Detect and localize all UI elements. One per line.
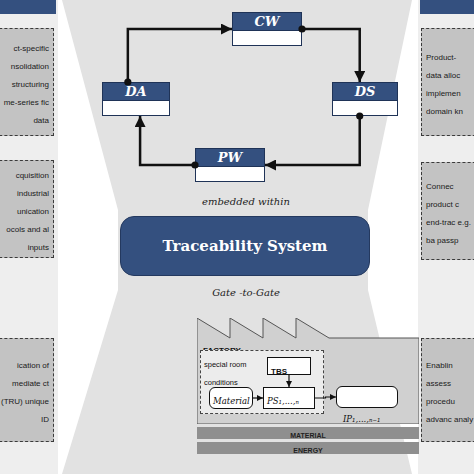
text-holder: cquisition industrial unication ocols an… [0, 164, 49, 254]
node-text: DS [355, 84, 376, 99]
flow-bar: ENERGY [197, 442, 419, 454]
node-text: CW [255, 14, 280, 29]
flow-arrow [315, 397, 336, 398]
factory-roof [197, 318, 419, 424]
factory-building: FACTORYspecial room conditionsTBSMateria… [197, 318, 419, 424]
flow-arrow [128, 29, 232, 82]
node-text: ication of mediate ct (TRU) unique ID [1, 361, 49, 424]
flow-bar: MATERIAL [197, 427, 419, 439]
node-text: Product- data alloc implemen domain kn [426, 53, 463, 116]
flow-arrow [288, 375, 289, 387]
process-box: TBS [267, 357, 311, 375]
node-text: Connec product c end-trac e.g. ba passp [426, 182, 471, 245]
text-holder: ication of mediate ct (TRU) unique ID [0, 354, 49, 426]
cycle-box: CW [232, 12, 302, 46]
text-holder: ENERGY [293, 439, 323, 457]
node-text: ENERGY [293, 447, 323, 454]
node-text: IP₁,...,ₙ₋₁ [343, 414, 380, 424]
text-panel: cquisition industrial unication ocols an… [0, 160, 54, 258]
text-holder: IP₁,...,ₙ₋₁ [343, 408, 380, 426]
panel-header [0, 0, 56, 14]
text-holder: ct-specific nsolidation structuring me-s… [0, 37, 49, 127]
node-text: PS₁,...,ₙ [267, 396, 299, 406]
text-holder: MATERIAL [290, 424, 326, 442]
node-text: PW [218, 150, 242, 165]
text-holder: CW [233, 13, 301, 31]
text-panel: Enablin assess procedu advanc analy [421, 338, 474, 442]
text-holder: Connec product c end-trac e.g. ba passp [426, 175, 474, 247]
node-text: MATERIAL [290, 432, 326, 439]
text-holder: DA [103, 83, 169, 101]
text-holder: Product- data alloc implemen domain kn [426, 46, 474, 118]
text-panel: ication of mediate ct (TRU) unique ID [0, 338, 54, 442]
panel-header [420, 0, 474, 14]
cycle-box: DA [102, 82, 170, 116]
text-panel: ct-specific nsolidation structuring me-s… [0, 28, 54, 136]
cycle-box: DS [332, 82, 398, 116]
flow-arrow [253, 397, 263, 398]
node-text: special room conditions [204, 360, 247, 387]
text-holder: TBS [271, 360, 329, 378]
flow-arrow [140, 116, 195, 165]
flow-arrow [265, 116, 360, 165]
text-holder: Enablin assess procedu advanc analy [426, 354, 474, 426]
node-text: cquisition industrial unication ocols an… [6, 171, 49, 252]
node-text: ct-specific nsolidation structuring me-s… [4, 44, 49, 125]
text-holder: PS₁,...,ₙ [267, 390, 325, 408]
text-panel: Product- data alloc implemen domain kn [421, 28, 474, 136]
process-box: PS₁,...,ₙ [263, 387, 315, 409]
text-holder: special room conditions [204, 353, 262, 389]
node-text: Material [213, 396, 250, 406]
product-box: IP₁,...,ₙ₋₁ [336, 386, 398, 408]
text-holder: Traceability System [163, 237, 328, 255]
flow-arrow [302, 29, 360, 82]
material-box: Material [209, 387, 253, 409]
caption-label: embedded within [202, 196, 290, 207]
room-boundary: special room conditions TBS Material PS₁,..… [200, 350, 324, 414]
cycle-box: PW [195, 148, 265, 182]
text-holder: DS [333, 83, 397, 101]
text-holder: PW [196, 149, 264, 167]
node-text: DA [125, 84, 146, 99]
hourglass-band [62, 0, 412, 474]
system-box: Traceability System [120, 216, 370, 276]
caption-label: Gate -to-Gate [212, 287, 280, 298]
node-text: TBS [271, 367, 287, 376]
node-text: Traceability System [163, 237, 328, 255]
node-text: Enablin assess procedu advanc analy [426, 361, 473, 424]
text-panel: Connec product c end-trac e.g. ba passp [421, 162, 474, 260]
